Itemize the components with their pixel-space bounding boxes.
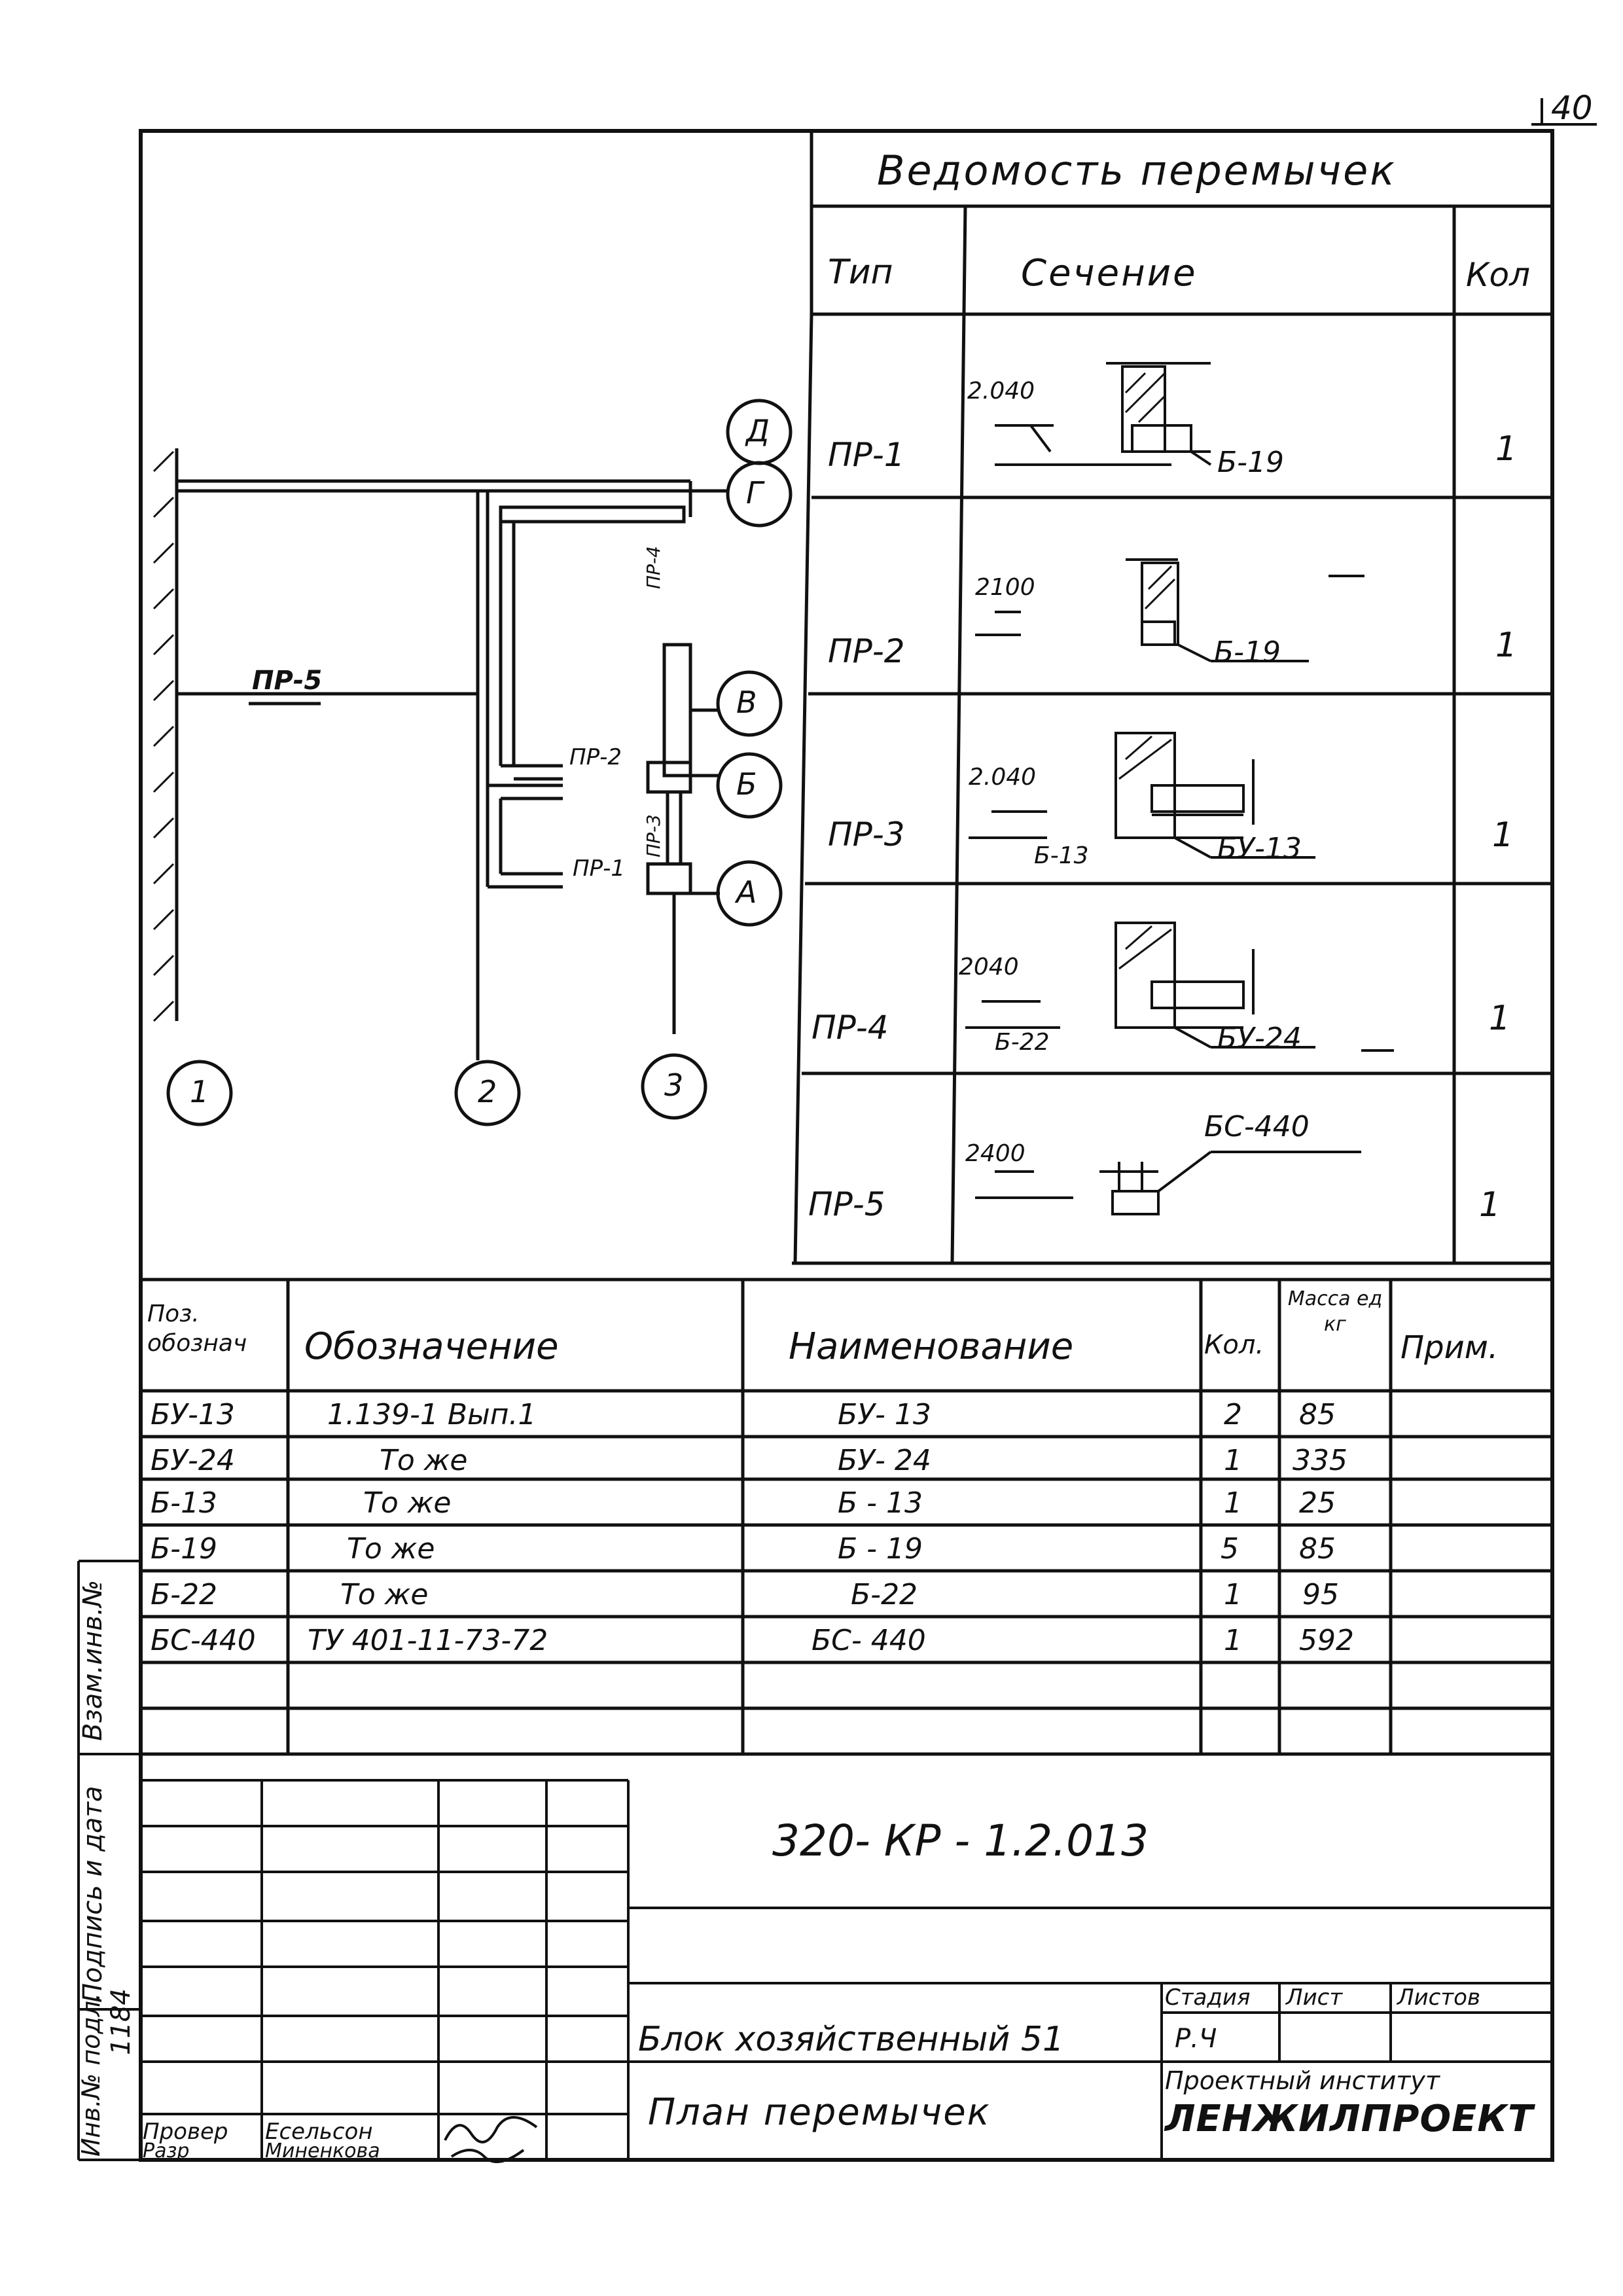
sheet-title: План перемычек [648,2091,991,2134]
schedule-row-type: ПР-2 [828,632,905,670]
margin-signature-date: Подпись и дата [78,1785,108,2003]
spec-qty: 2 [1224,1398,1242,1431]
spec-qty: 1 [1224,1578,1242,1611]
spec-mass: 85 [1299,1398,1336,1431]
spec-designation: 1.139-1 Вып.1 [327,1398,537,1431]
schedule-row-block: Б-19 [1214,636,1281,669]
spec-mass: 335 [1293,1444,1347,1477]
spec-qty: 1 [1224,1624,1242,1657]
checked-label: Провер [143,2119,228,2145]
schedule-row-block: Б-13 [1034,842,1089,869]
schedule-row-qty: 1 [1492,816,1514,855]
schedule-row-level: 2040 [959,954,1019,980]
sheets-label: Листов [1397,1984,1481,2011]
spec-mass: 592 [1299,1624,1354,1657]
spec-pos: БУ-24 [151,1444,235,1477]
spec-pos: Б-19 [151,1532,218,1566]
spec-header-note: Прим. [1400,1329,1499,1366]
spec-name: Б-22 [851,1578,918,1611]
stage-value: Р.Ч [1175,2024,1217,2054]
schedule-row-level: 2100 [975,574,1035,601]
schedule-header-type: Тип [828,253,893,292]
spec-name: Б - 19 [838,1532,923,1566]
spec-mass: 95 [1302,1578,1339,1611]
schedule-row-block: БС-440 [1204,1110,1310,1143]
schedule-row-type: ПР-4 [812,1009,889,1047]
axis-g-label: Г [746,475,763,511]
schedule-header-qty: Кол [1466,256,1531,294]
schedule-row-block: БУ-13 [1217,832,1302,865]
spec-name: БС- 440 [812,1624,926,1657]
spec-mass: 25 [1299,1486,1336,1520]
schedule-title: Ведомость перемычек [877,147,1397,194]
institute-line1: Проектный институт [1165,2066,1440,2095]
spec-header-mass: Масса ед кг [1287,1287,1383,1336]
schedule-row-block: Б-19 [1217,446,1285,479]
schedule-header-section: Сечение [1021,252,1198,295]
sheet-label: Лист [1286,1984,1343,2011]
building-name: Блок хозяйственный 51 [638,2020,1065,2059]
margin-replaces-inv: Взам.инв.№ [78,1579,108,1741]
spec-qty: 1 [1224,1486,1242,1520]
lintel-label-pr1: ПР-1 [573,855,625,882]
axis-1-label: 1 [190,1074,209,1109]
spec-header-designation: Обозначение [304,1325,559,1368]
spec-designation: ТУ 401-11-73-72 [308,1624,548,1657]
spec-mass: 85 [1299,1532,1336,1566]
spec-designation: То же [347,1532,435,1566]
axis-2-label: 2 [478,1074,497,1109]
spec-name: БУ- 24 [838,1444,931,1477]
schedule-row-block: Б-22 [995,1029,1050,1056]
spec-pos: БУ-13 [151,1398,235,1431]
spec-name: Б - 13 [838,1486,923,1520]
schedule-row-qty: 1 [1495,626,1518,665]
spec-pos: БС-440 [151,1624,256,1657]
spec-qty: 5 [1221,1532,1239,1566]
spec-header-pos: Поз. обознач [147,1300,247,1357]
spec-designation: То же [363,1486,452,1520]
schedule-row-qty: 1 [1489,999,1511,1038]
axis-3-label: 3 [664,1067,684,1103]
checked-name: Есельсон [265,2119,373,2145]
page-number: 40 [1551,89,1593,127]
axis-b-label: Б [736,766,757,802]
schedule-row-level: 2.040 [967,378,1035,404]
spec-pos: Б-22 [151,1578,218,1611]
margin-inv-original: Инв.№ подл. [77,1992,105,2157]
lintel-label-pr5: ПР-5 [252,666,323,696]
schedule-row-level: 2.040 [969,764,1037,791]
spec-header-qty: Кол. [1204,1330,1264,1360]
schedule-row-qty: 1 [1495,429,1518,469]
schedule-row-level: 2400 [965,1140,1026,1167]
schedule-row-qty: 1 [1479,1185,1501,1225]
schedule-row-type: ПР-5 [808,1185,885,1223]
spec-name: БУ- 13 [838,1398,931,1431]
axis-v-label: В [736,685,757,720]
lintel-label-pr2: ПР-2 [569,744,622,770]
spec-qty: 1 [1224,1444,1242,1477]
drawn-label: Разр [143,2140,190,2162]
axis-d-label: Д [746,413,770,448]
stage-label: Стадия [1165,1984,1251,2011]
schedule-row-type: ПР-3 [828,816,905,853]
axis-a-label: А [736,874,757,910]
schedule-row-block: БУ-24 [1217,1022,1302,1055]
spec-pos: Б-13 [151,1486,218,1520]
spec-designation: То же [340,1578,429,1611]
institute-line2: ЛЕНЖИЛПРОЕКТ [1165,2098,1534,2140]
document-code: 320- КР - 1.2.013 [772,1816,1149,1866]
drawn-name: Миненкова [265,2140,380,2162]
schedule-row-type: ПР-1 [828,436,905,474]
spec-header-name: Наименование [789,1325,1074,1368]
margin-inv-number: 1184 [106,1988,136,2055]
spec-designation: То же [380,1444,468,1477]
